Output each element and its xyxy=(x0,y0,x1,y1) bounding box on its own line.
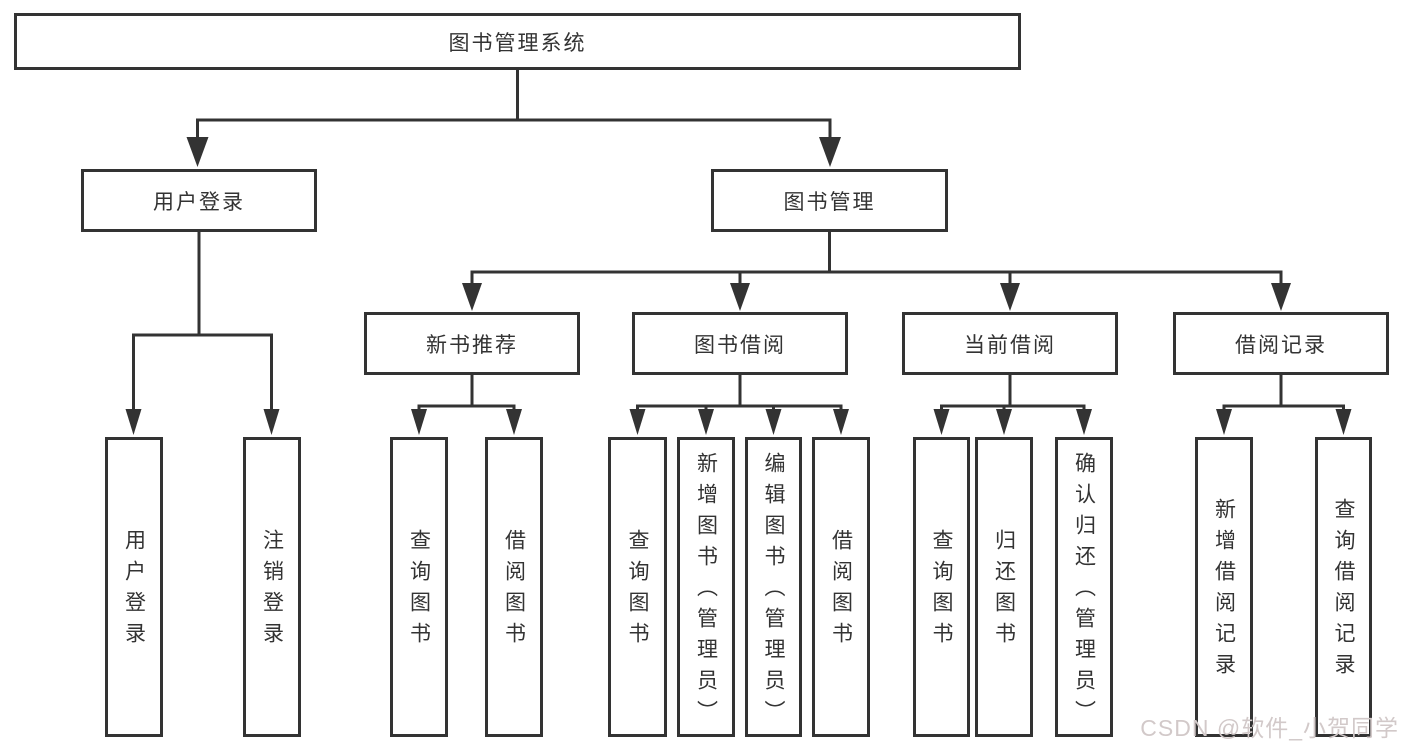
node-current-borrowing: 当前借阅 xyxy=(902,312,1118,375)
arrowhead-down-icon xyxy=(765,409,782,435)
arrowhead-down-icon xyxy=(1335,409,1352,435)
node-borrow-books-2: 借阅图书 xyxy=(812,437,870,737)
arrowhead-down-icon xyxy=(833,409,849,435)
arrowhead-down-icon xyxy=(506,409,522,435)
node-book-borrowing: 图书借阅 xyxy=(632,312,848,375)
arrowhead-down-icon xyxy=(186,137,209,167)
arrowhead-down-icon xyxy=(462,283,482,311)
node-query-borrow-record: 查询借阅记录 xyxy=(1315,437,1372,737)
node-borrow-books-1: 借阅图书 xyxy=(485,437,543,737)
connector-current-borrow xyxy=(940,375,1086,411)
node-confirm-return-admin: 确认归还（管理员） xyxy=(1055,437,1113,737)
arrowhead-down-icon xyxy=(411,409,427,435)
node-library-management-system: 图书管理系统 xyxy=(14,13,1021,70)
arrowhead-down-icon xyxy=(698,409,714,435)
node-borrowing-records: 借阅记录 xyxy=(1173,312,1389,375)
connector-root xyxy=(196,70,832,140)
node-book-management: 图书管理 xyxy=(711,169,948,232)
connector-borrow-records xyxy=(1222,375,1345,411)
arrowhead-down-icon xyxy=(819,137,841,167)
arrowhead-down-icon xyxy=(996,409,1012,435)
node-add-books-admin: 新增图书（管理员） xyxy=(677,437,735,737)
node-new-book-recommendation: 新书推荐 xyxy=(364,312,580,375)
node-query-books-3: 查询图书 xyxy=(913,437,970,737)
connector-book-mgmt xyxy=(470,232,1283,285)
arrowhead-down-icon xyxy=(1271,283,1291,311)
connector-new-book-rec xyxy=(417,375,516,411)
arrowhead-down-icon xyxy=(933,409,950,435)
arrowhead-down-icon xyxy=(730,283,750,311)
node-return-books: 归还图书 xyxy=(975,437,1033,737)
arrowhead-down-icon xyxy=(1076,409,1092,435)
arrowhead-down-icon xyxy=(1000,283,1020,311)
node-user-login-leaf: 用户登录 xyxy=(105,437,163,737)
arrowhead-down-icon xyxy=(1216,409,1232,435)
arrowhead-down-icon xyxy=(125,409,142,435)
connector-book-borrow xyxy=(636,375,843,411)
node-query-books-1: 查询图书 xyxy=(390,437,448,737)
arrowhead-down-icon xyxy=(629,409,646,435)
node-logout-leaf: 注销登录 xyxy=(243,437,301,737)
node-query-books-2: 查询图书 xyxy=(608,437,667,737)
connector-user-login xyxy=(132,232,273,412)
csdn-watermark: CSDN @软件_小贺同学 xyxy=(1140,715,1399,741)
node-add-borrow-record: 新增借阅记录 xyxy=(1195,437,1253,737)
arrowhead-down-icon xyxy=(263,409,280,435)
node-edit-books-admin: 编辑图书（管理员） xyxy=(745,437,802,737)
node-user-login: 用户登录 xyxy=(81,169,317,232)
